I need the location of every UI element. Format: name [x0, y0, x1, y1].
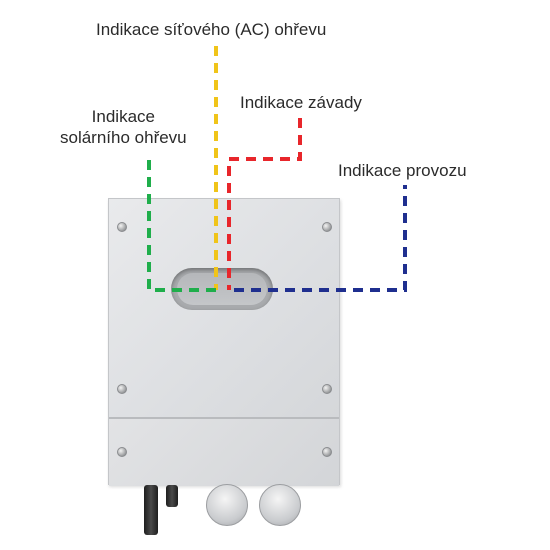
label-fault-indication: Indikace závady [240, 93, 362, 112]
cable-middle [166, 485, 178, 507]
label-solar-heating-indication: Indikace solárního ohřevu [60, 106, 187, 148]
label-solar-line-2: solárního ohřevu [60, 128, 187, 147]
screw-lower-left [117, 447, 127, 457]
screw-mid-right [322, 384, 332, 394]
solar-line [147, 160, 216, 292]
cable-gland-left [206, 484, 248, 526]
screw-mid-left [117, 384, 127, 394]
screw-top-left [117, 222, 127, 232]
cable-left [144, 485, 158, 535]
operation-line [234, 185, 407, 292]
screw-top-right [322, 222, 332, 232]
label-operation-indication: Indikace provozu [338, 161, 467, 180]
screw-lower-right [322, 447, 332, 457]
cable-gland-right [259, 484, 301, 526]
label-solar-line-1: Indikace [91, 107, 155, 126]
label-ac-heating-indication: Indikace síťového (AC) ohřevu [96, 20, 327, 39]
fault-line [227, 118, 302, 290]
device-lower-cover [109, 417, 339, 486]
